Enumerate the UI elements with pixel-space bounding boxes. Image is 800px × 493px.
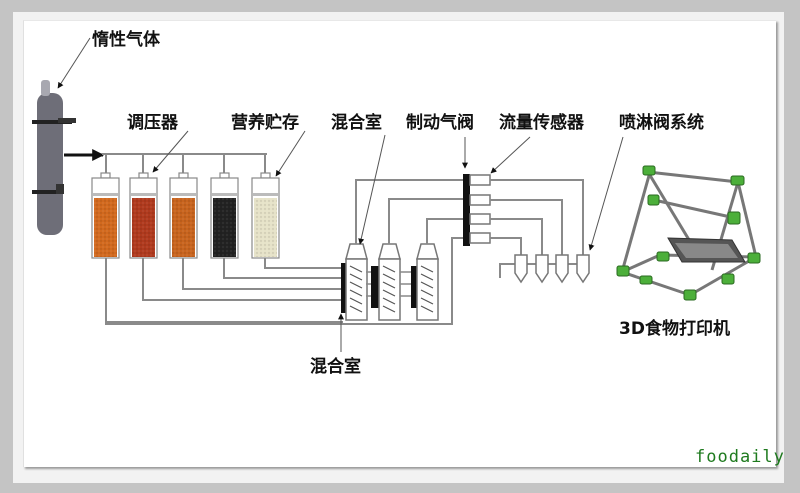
nutrient-cartridge-5: [251, 172, 280, 259]
watermark: foodaily: [695, 447, 785, 467]
mixing-chamber-3: [400, 243, 439, 321]
pointer-inert-gas: [57, 37, 91, 89]
label-nutrient-storage: 营养贮存: [231, 112, 299, 133]
nutrient-cartridge-3: [169, 172, 198, 259]
nutrient-cartridge-1: [91, 172, 120, 259]
label-flow-sensor: 流量传感器: [499, 112, 585, 133]
brake-valve-bar: [463, 174, 470, 246]
label-3d-printer: 3D食物打印机: [619, 318, 730, 339]
nutrient-cartridge-4: [210, 172, 239, 259]
pointer-flow-sensor: [490, 136, 531, 174]
flow-sensors: [469, 174, 491, 244]
feed-lines: [105, 258, 343, 323]
label-inert-gas: 惰性气体: [92, 29, 161, 50]
label-mixing-chamber-top: 混合室: [331, 112, 382, 133]
pointer-mixing-chamber-top: [358, 134, 386, 245]
mixing-chamber-1: [341, 243, 368, 321]
mixer-to-valve-lines: [105, 179, 465, 325]
label-mixing-chamber-bottom: 混合室: [310, 356, 361, 377]
pointer-nutrient-storage: [275, 130, 306, 177]
gas-cylinder-icon: [32, 80, 76, 235]
mixing-chamber-2: [366, 243, 401, 321]
label-brake-valve: 制动气阀: [406, 112, 474, 133]
3d-printer-icon: [616, 165, 761, 301]
pointer-spray-valve: [588, 136, 624, 251]
label-regulator: 调压器: [127, 113, 179, 133]
spray-nozzles: [514, 254, 590, 284]
nutrient-cartridge-2: [129, 172, 158, 259]
pointer-regulator: [152, 130, 189, 173]
label-spray-valve-system: 喷淋阀系统: [619, 112, 704, 133]
gas-manifold: [102, 153, 267, 173]
mixing-chambers: [341, 243, 439, 321]
